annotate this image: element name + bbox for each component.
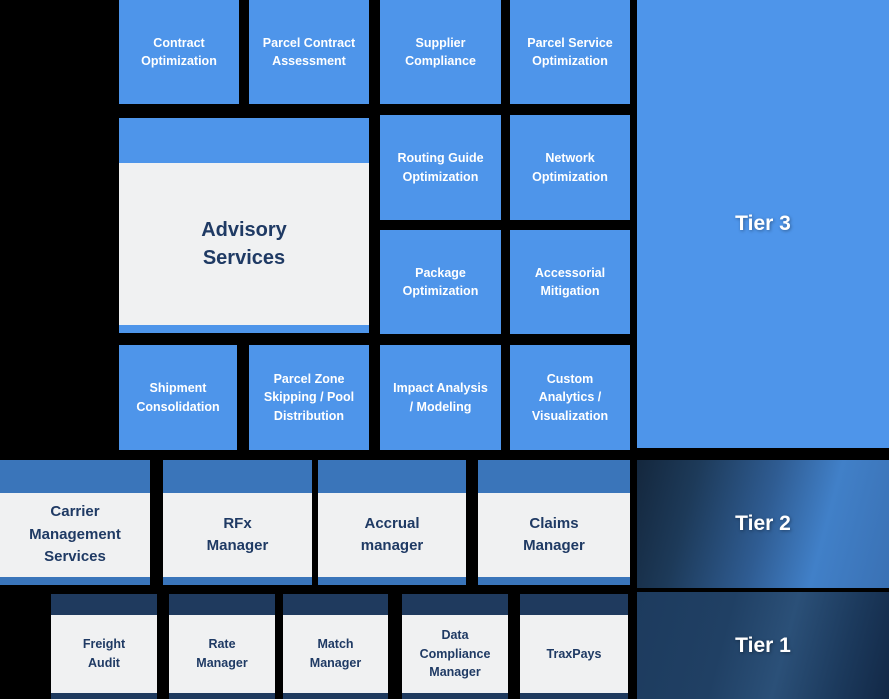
panel-top-strip — [520, 594, 628, 615]
panel-body: Claims Manager — [478, 493, 630, 577]
box-label: Parcel Zone Skipping / Pool Distribution — [263, 372, 355, 423]
panel-body: Match Manager — [283, 615, 388, 693]
panel-rfx-manager: RFx Manager — [163, 460, 312, 585]
tier1-label: Tier 1 — [735, 633, 791, 657]
panel-body: TraxPays — [520, 615, 628, 693]
panel-bottom-strip — [119, 325, 369, 333]
box-label: Data Compliance Manager — [419, 627, 491, 680]
panel-body: Advisory Services — [119, 163, 369, 325]
panel-advisory-services: Advisory Services — [119, 118, 369, 333]
box-label: TraxPays — [546, 646, 602, 661]
box-label: RFx Manager — [206, 514, 269, 555]
panel-top-strip — [0, 460, 150, 493]
panel-accrual-manager: Accrual manager — [318, 460, 466, 585]
panel-bottom-strip — [0, 577, 150, 585]
panel-body: RFx Manager — [163, 493, 312, 577]
box-parcel-contract-assessment: Parcel Contract Assessment — [249, 0, 369, 104]
box-label: Carrier Management Services — [29, 503, 121, 566]
box-label: Shipment Consolidation — [136, 381, 220, 414]
panel-freight-audit: Freight Audit — [51, 594, 157, 699]
box-label: Package Optimization — [402, 265, 479, 298]
panel-top-strip — [318, 460, 466, 493]
box-label: Accessorial Mitigation — [534, 265, 606, 298]
panel-body: Freight Audit — [51, 615, 157, 693]
panel-bottom-strip — [51, 693, 157, 699]
panel-top-strip — [51, 594, 157, 615]
tier3-label: Tier 3 — [735, 212, 791, 235]
panel-bottom-strip — [163, 577, 312, 585]
box-label: Accrual manager — [360, 514, 424, 555]
panel-carrier-management-services: Carrier Management Services — [0, 460, 150, 585]
tier2-label: Tier 2 — [735, 512, 791, 535]
panel-top-strip — [283, 594, 388, 615]
box-label: Impact Analysis / Modeling — [393, 381, 488, 414]
panel-data-compliance-manager: Data Compliance Manager — [402, 594, 508, 699]
box-label: Custom Analytics / Visualization — [531, 372, 609, 423]
box-parcel-service-optimization: Parcel Service Optimization — [510, 0, 630, 104]
box-routing-guide-optimization: Routing Guide Optimization — [380, 115, 501, 220]
panel-bottom-strip — [478, 577, 630, 585]
box-label: Parcel Service Optimization — [527, 35, 613, 68]
box-label: Supplier Compliance — [405, 35, 476, 68]
box-custom-analytics-visualization: Custom Analytics / Visualization — [510, 345, 630, 450]
box-label: Freight Audit — [82, 637, 126, 670]
box-shipment-consolidation: Shipment Consolidation — [119, 345, 237, 450]
box-supplier-compliance: Supplier Compliance — [380, 0, 501, 104]
panel-body: Data Compliance Manager — [402, 615, 508, 693]
tier3-block: Tier 3 — [637, 0, 889, 448]
box-label: Routing Guide Optimization — [397, 151, 484, 184]
panel-top-strip — [402, 594, 508, 615]
box-label: Advisory Services — [201, 219, 287, 269]
panel-bottom-strip — [169, 693, 275, 699]
box-label: Network Optimization — [532, 151, 608, 184]
panel-bottom-strip — [318, 577, 466, 585]
box-label: Match Manager — [309, 637, 362, 670]
panel-bottom-strip — [283, 693, 388, 699]
box-label: Parcel Contract Assessment — [262, 35, 356, 68]
panel-top-strip — [119, 118, 369, 163]
box-label: Rate Manager — [196, 637, 248, 670]
panel-claims-manager: Claims Manager — [478, 460, 630, 585]
box-label: Claims Manager — [523, 514, 585, 555]
panel-body: Accrual manager — [318, 493, 466, 577]
box-accessorial-mitigation: Accessorial Mitigation — [510, 230, 630, 334]
panel-traxpays: TraxPays — [520, 594, 628, 699]
box-impact-analysis-modeling: Impact Analysis / Modeling — [380, 345, 501, 450]
tier2-block: Tier 2 — [637, 460, 889, 588]
box-label: Contract Optimization — [141, 35, 217, 68]
panel-top-strip — [478, 460, 630, 493]
panel-body: Carrier Management Services — [0, 493, 150, 577]
panel-bottom-strip — [520, 693, 628, 699]
box-network-optimization: Network Optimization — [510, 115, 630, 220]
tier1-block: Tier 1 — [637, 592, 889, 699]
panel-rate-manager: Rate Manager — [169, 594, 275, 699]
panel-top-strip — [163, 460, 312, 493]
panel-top-strip — [169, 594, 275, 615]
box-contract-optimization: Contract Optimization — [119, 0, 239, 104]
box-package-optimization: Package Optimization — [380, 230, 501, 334]
panel-body: Rate Manager — [169, 615, 275, 693]
box-parcel-zone-skipping-pool-distribution: Parcel Zone Skipping / Pool Distribution — [249, 345, 369, 450]
panel-bottom-strip — [402, 693, 508, 699]
panel-match-manager: Match Manager — [283, 594, 388, 699]
